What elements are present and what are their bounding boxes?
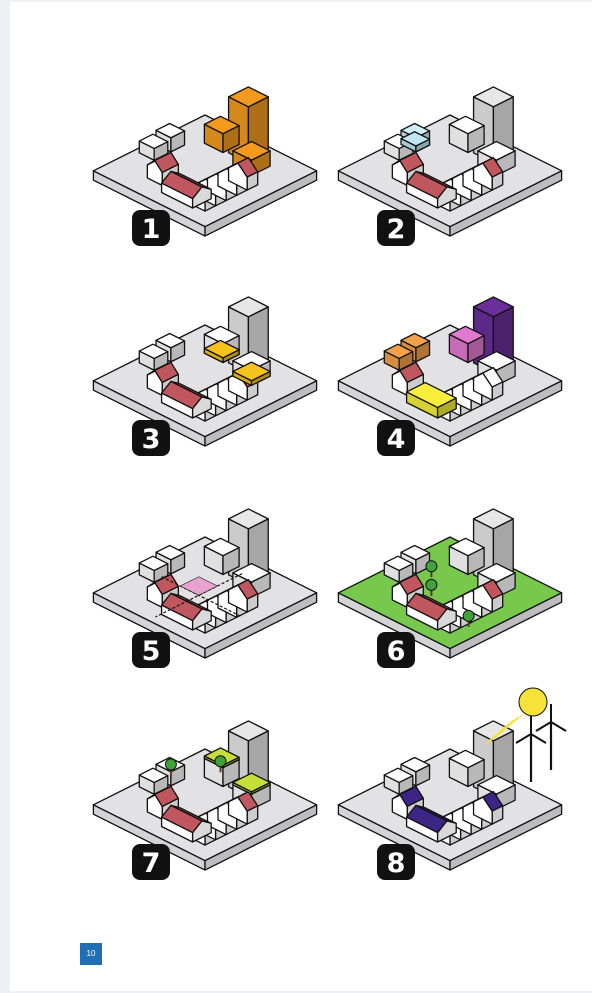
roof-tree-b-canopy [215,756,226,767]
street-tree-b-canopy [426,579,437,590]
diagram-5-number: 5 [142,636,161,667]
street-tree-c-canopy [463,610,474,621]
diagram-2-active-frontages: 2 [355,60,555,260]
diagram-3-ground-floor-uses: 3 [110,270,310,470]
diagram-4-number: 4 [387,424,406,455]
isometric-block-diagram: 7 [110,694,310,894]
diagram-4-mixed-uses: 4 [355,270,555,470]
page-number-badge: 10 [80,943,102,965]
sun-icon [519,688,547,716]
isometric-block-diagram: 3 [110,270,310,470]
document-page: 1 2 3 4 5 6 7 8 10 [10,2,592,991]
diagram-7-green-roofs: 7 [110,694,310,894]
diagram-3-number: 3 [142,424,161,455]
diagram-5-movement: 5 [110,482,310,682]
isometric-block-diagram: 1 [110,60,310,260]
isometric-block-diagram: 5 [110,482,310,682]
diagram-8-number: 8 [387,848,406,879]
roof-tree-a-canopy [165,759,176,770]
street-tree-a-canopy [426,561,437,572]
isometric-block-diagram: 6 [355,482,555,682]
diagram-1-building-massing: 1 [110,60,310,260]
diagram-7-number: 7 [142,848,161,879]
diagram-6-green-space: 6 [355,482,555,682]
diagram-2-number: 2 [387,214,406,245]
diagram-1-number: 1 [142,214,161,245]
isometric-block-diagram: 2 [355,60,555,260]
isometric-block-diagram: 4 [355,270,555,470]
diagram-8-renewable-energy: 8 [355,694,555,894]
diagram-6-number: 6 [387,636,406,667]
isometric-block-diagram: 8 [355,694,555,894]
